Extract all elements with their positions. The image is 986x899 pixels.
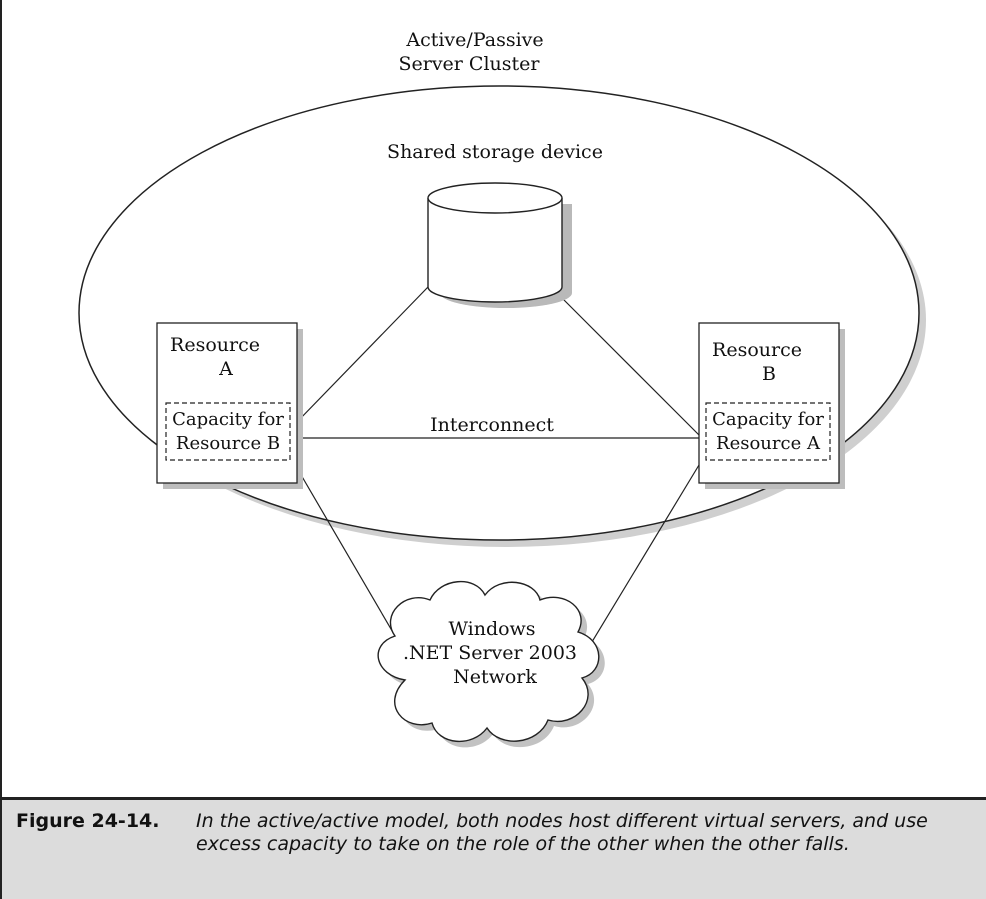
node-a-title-line1: Resource xyxy=(170,334,260,356)
link-node-a-to-storage xyxy=(295,286,429,424)
network-line3: Network xyxy=(453,666,537,688)
network-line1: Windows xyxy=(448,618,535,640)
interconnect-label: Interconnect xyxy=(430,414,554,436)
network-cloud-icon: Windows .NET Server 2003 Network xyxy=(377,581,605,748)
figure-caption: Figure 24-14. In the active/active model… xyxy=(0,797,986,899)
link-node-b-to-network xyxy=(577,464,700,666)
node-a-capacity-line2: Resource B xyxy=(176,433,280,454)
diagram-canvas: Active/Passive Server Cluster Shared sto… xyxy=(0,0,926,797)
node-b-title-line1: Resource xyxy=(712,339,802,361)
network-cloud-shape xyxy=(377,581,600,742)
storage-label: Shared storage device xyxy=(387,141,603,163)
node-a-capacity-line1: Capacity for xyxy=(172,409,284,430)
storage-cylinder-top xyxy=(427,182,563,214)
storage-cylinder-icon xyxy=(427,182,572,308)
node-a: Resource A Capacity for Resource B xyxy=(156,322,303,489)
figure-number: Figure 24-14. xyxy=(16,810,160,832)
node-b-title-line2: B xyxy=(762,363,776,385)
storage-cylinder-body xyxy=(427,198,563,303)
caption-text: In the active/active model, both nodes h… xyxy=(196,810,928,855)
node-b-capacity-line1: Capacity for xyxy=(712,409,824,430)
node-a-title-line2: A xyxy=(218,358,233,380)
cluster-title-line1: Active/Passive xyxy=(405,29,543,51)
network-line2: .NET Server 2003 xyxy=(403,642,577,664)
link-storage-to-node-b xyxy=(562,298,700,436)
node-a-capacity-box xyxy=(165,402,291,461)
node-b-capacity-box xyxy=(705,402,831,461)
node-b: Resource B Capacity for Resource A xyxy=(698,322,845,489)
node-b-capacity-line2: Resource A xyxy=(716,433,821,454)
cluster-title-line2: Server Cluster xyxy=(398,53,540,75)
